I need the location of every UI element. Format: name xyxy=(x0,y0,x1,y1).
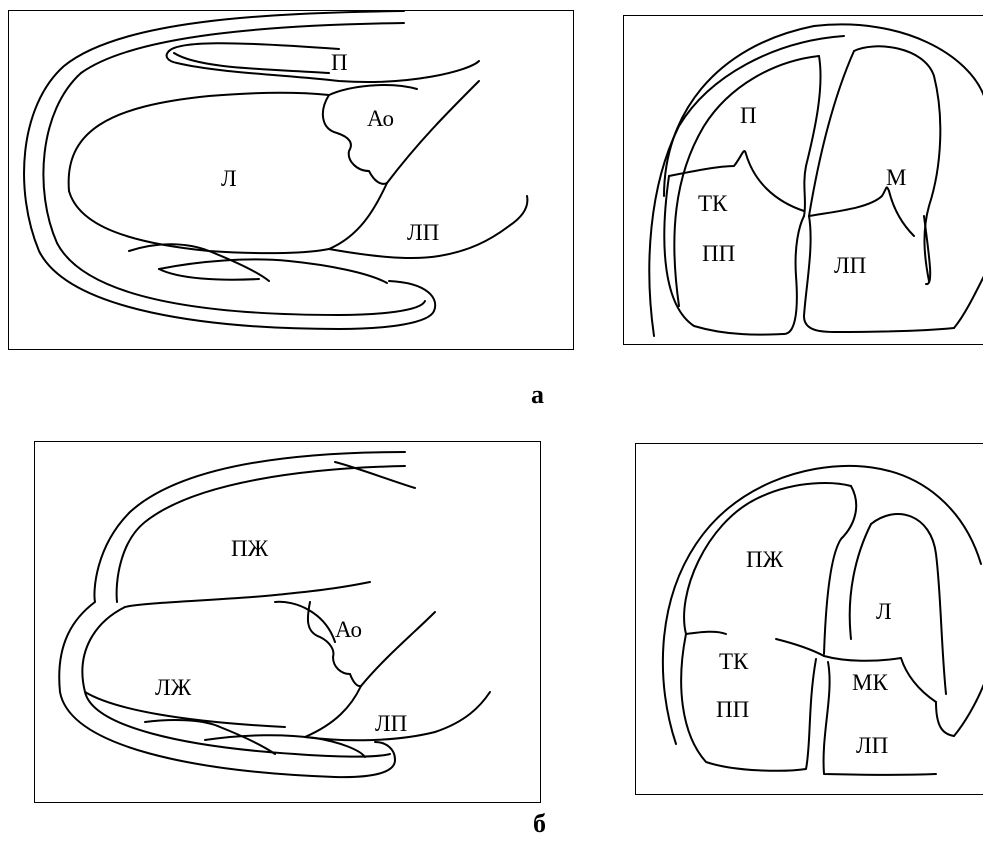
label-b-four-la: ЛП xyxy=(856,734,888,757)
label-b-four-lv: Л xyxy=(876,600,892,623)
label-b-four-tv: ТК xyxy=(719,650,748,673)
label-a-long-ao: Ао xyxy=(367,107,394,130)
label-a-four-tv: ТК xyxy=(698,192,727,215)
label-b-long-rv: ПЖ xyxy=(231,537,268,560)
panel-b-four-chamber: ПЖ Л ТК МК ПП ЛП xyxy=(635,443,983,795)
label-a-long-lv: Л xyxy=(221,167,237,190)
label-a-four-la: ЛП xyxy=(834,254,866,277)
heart-outline-b-four-chamber xyxy=(636,444,983,795)
panel-a-four-chamber: П М ТК ПП ЛП xyxy=(623,15,983,345)
heart-outline-a-four-chamber xyxy=(624,16,983,345)
label-a-four-mv: М xyxy=(886,166,906,189)
panel-b-long-axis: ПЖ Ао ЛЖ ЛП xyxy=(34,441,541,803)
label-b-four-ra: ПП xyxy=(716,698,749,721)
label-a-four-rv: П xyxy=(740,104,757,127)
label-b-long-ao: Ао xyxy=(335,618,362,641)
caption-a: а xyxy=(531,382,544,408)
heart-outline-a-long-axis xyxy=(9,11,574,350)
label-b-four-mv: МК xyxy=(852,671,888,694)
label-a-long-rv: П xyxy=(331,51,348,74)
panel-a-long-axis: П Ао Л ЛП xyxy=(8,10,574,350)
label-a-four-ra: ПП xyxy=(702,242,735,265)
heart-outline-b-long-axis xyxy=(35,442,541,803)
label-b-long-la: ЛП xyxy=(375,712,407,735)
label-b-long-lv: ЛЖ xyxy=(155,676,191,699)
label-a-long-la: ЛП xyxy=(407,221,439,244)
caption-b: б xyxy=(533,811,546,837)
label-b-four-rv: ПЖ xyxy=(746,548,783,571)
